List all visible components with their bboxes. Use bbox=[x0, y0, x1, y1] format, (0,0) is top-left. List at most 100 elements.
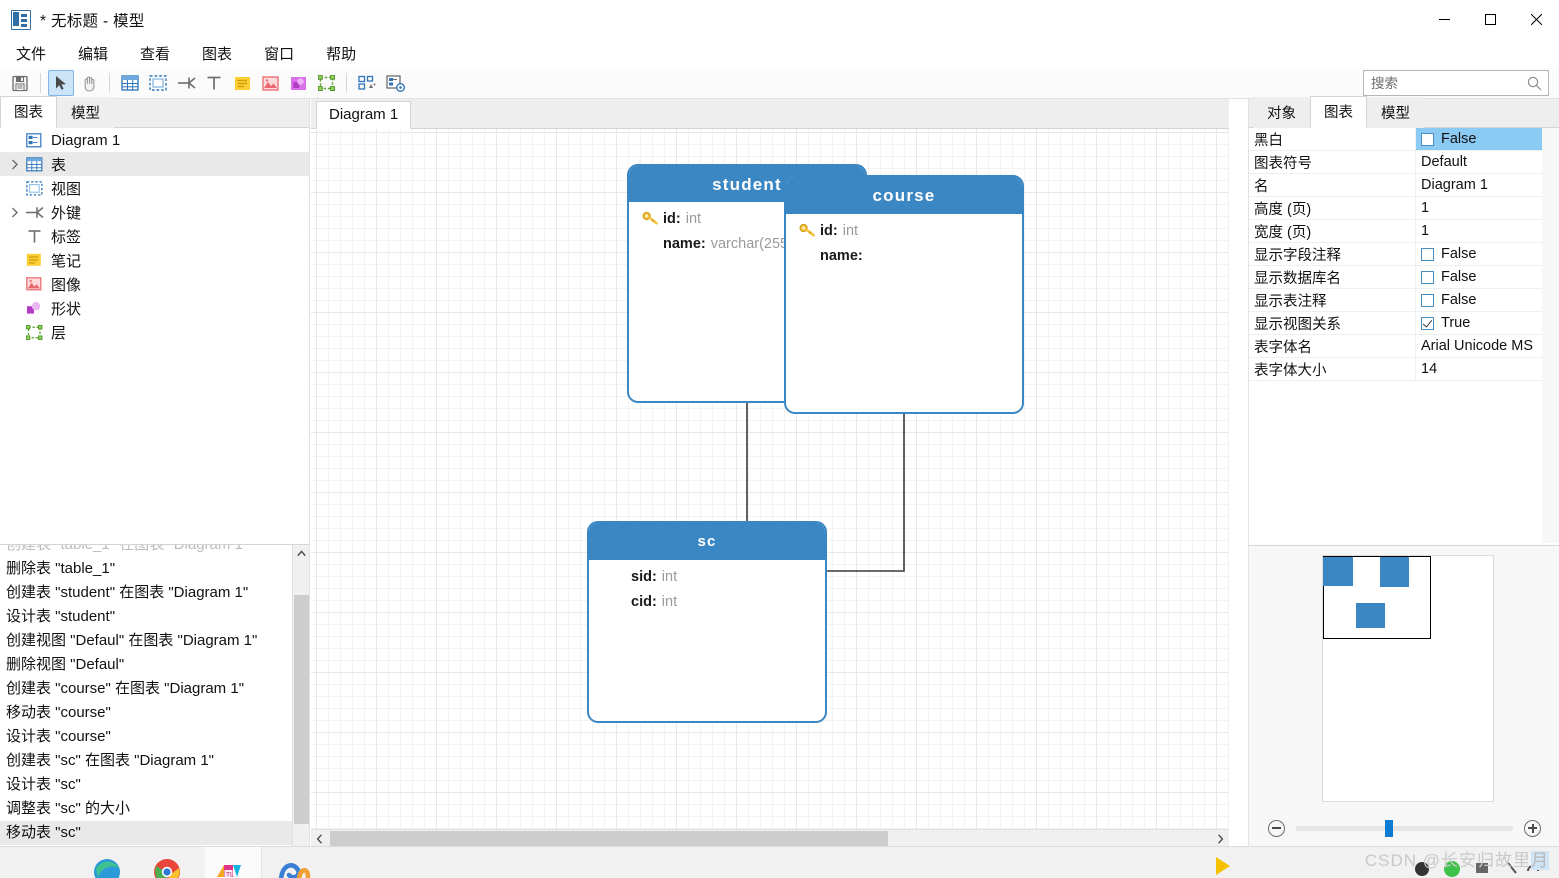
zoom-in-button[interactable] bbox=[1524, 819, 1541, 837]
checkbox-icon[interactable] bbox=[1421, 270, 1434, 284]
auto-layout-button[interactable] bbox=[354, 70, 380, 96]
property-row-blackwhite[interactable]: 黑白 False bbox=[1249, 128, 1559, 151]
list-item[interactable]: 设计表 "student" bbox=[6, 608, 116, 625]
er-table-sc[interactable]: sc sid: int cid: int bbox=[587, 521, 827, 723]
list-item[interactable]: 创建表 "table_1" 在图表 "Diagram 1" bbox=[0, 545, 292, 557]
minimize-button[interactable] bbox=[1421, 0, 1467, 40]
tab-diagram[interactable]: 图表 bbox=[0, 96, 57, 128]
scroll-right-icon[interactable] bbox=[1212, 830, 1229, 847]
chevron-right-icon[interactable] bbox=[6, 155, 24, 173]
taskbar-active-app-cell[interactable] bbox=[205, 847, 262, 878]
checkbox-icon[interactable] bbox=[1421, 293, 1434, 307]
list-item[interactable]: 调整表 "sc" 的大小 bbox=[6, 800, 130, 817]
checkbox-icon[interactable] bbox=[1421, 132, 1434, 146]
history-log-scrollbar[interactable] bbox=[292, 545, 309, 878]
property-row-show-field-comment[interactable]: 显示字段注释 False bbox=[1249, 243, 1559, 266]
property-value[interactable]: False bbox=[1416, 128, 1559, 150]
minimap-viewport[interactable] bbox=[1323, 556, 1431, 639]
scroll-up-icon[interactable] bbox=[293, 545, 310, 562]
save-button[interactable] bbox=[7, 70, 33, 96]
menu-window[interactable]: 窗口 bbox=[264, 46, 295, 63]
scrollbar-thumb[interactable] bbox=[330, 831, 888, 846]
property-row-show-database-name[interactable]: 显示数据库名 False bbox=[1249, 266, 1559, 289]
maximize-button[interactable] bbox=[1467, 0, 1513, 40]
list-item[interactable]: 创建表 "course" 在图表 "Diagram 1" bbox=[6, 680, 245, 697]
menu-edit[interactable]: 编辑 bbox=[78, 46, 109, 63]
list-item[interactable]: 创建视图 "Defaul" 在图表 "Diagram 1" bbox=[6, 632, 258, 649]
property-value[interactable]: False bbox=[1416, 243, 1559, 265]
minimap[interactable] bbox=[1322, 555, 1494, 802]
property-value[interactable]: Default bbox=[1421, 154, 1467, 170]
zoom-slider[interactable] bbox=[1296, 819, 1513, 837]
tab-model[interactable]: 模型 bbox=[57, 97, 114, 128]
list-item[interactable]: 移动表 "sc" bbox=[0, 821, 292, 845]
tab-model[interactable]: 模型 bbox=[1367, 97, 1424, 128]
er-column-row[interactable]: name: bbox=[786, 243, 1022, 268]
list-item[interactable]: 创建表 "student" 在图表 "Diagram 1" bbox=[6, 584, 249, 601]
list-item[interactable]: 设计表 "sc" bbox=[6, 776, 81, 793]
checkbox-icon[interactable] bbox=[1421, 316, 1434, 330]
hand-tool-button[interactable] bbox=[76, 70, 102, 96]
list-item[interactable]: 创建表 "sc" 在图表 "Diagram 1" bbox=[6, 752, 214, 769]
er-column-row[interactable]: cid: int bbox=[631, 593, 678, 610]
property-row-width-pages[interactable]: 宽度 (页) 1 bbox=[1249, 220, 1559, 243]
list-item[interactable]: 移动表 "course" bbox=[6, 704, 111, 721]
er-column-row[interactable]: name: varchar(255) bbox=[629, 231, 865, 256]
er-table-course[interactable]: course id: bbox=[784, 175, 1024, 414]
property-value[interactable]: False bbox=[1416, 266, 1559, 288]
property-row-show-view-relation[interactable]: 显示视图关系 True bbox=[1249, 312, 1559, 335]
new-table-button[interactable] bbox=[117, 70, 143, 96]
taskbar-navicat-icon[interactable] bbox=[277, 855, 311, 878]
menu-diagram[interactable]: 图表 bbox=[202, 46, 233, 63]
diagram-canvas[interactable]: student id: bbox=[311, 129, 1229, 829]
taskbar-office-icon[interactable]: TL bbox=[215, 855, 249, 878]
property-value[interactable]: Diagram 1 bbox=[1421, 177, 1488, 193]
search-input[interactable] bbox=[1369, 72, 1527, 94]
property-row-name[interactable]: 名 Diagram 1 bbox=[1249, 174, 1559, 197]
scroll-left-icon[interactable] bbox=[311, 830, 328, 847]
scrollbar-thumb[interactable] bbox=[294, 595, 309, 824]
list-item[interactable]: 删除表 "table_1" bbox=[6, 560, 116, 577]
zoom-out-button[interactable] bbox=[1268, 819, 1285, 837]
property-row-table-font-name[interactable]: 表字体名 Arial Unicode MS bbox=[1249, 335, 1559, 358]
taskbar-play-icon[interactable] bbox=[1212, 855, 1246, 878]
er-column-row[interactable]: id: int bbox=[786, 218, 1022, 243]
tab-diagram[interactable]: 图表 bbox=[1310, 96, 1367, 128]
taskbar-chrome-icon[interactable] bbox=[152, 855, 186, 878]
er-column-row[interactable]: id: int bbox=[629, 206, 865, 231]
er-column-row[interactable]: sid: int bbox=[631, 568, 678, 585]
list-item[interactable]: 设计表 "course" bbox=[6, 728, 111, 745]
new-image-button[interactable] bbox=[257, 70, 283, 96]
tree-item-views[interactable]: 视图 bbox=[0, 176, 309, 200]
property-value[interactable]: True bbox=[1416, 312, 1559, 334]
taskbar-edge-icon[interactable] bbox=[92, 855, 126, 878]
new-note-button[interactable] bbox=[229, 70, 255, 96]
menu-view[interactable]: 查看 bbox=[140, 46, 171, 63]
tab-object[interactable]: 对象 bbox=[1253, 97, 1310, 128]
tree-item-diagram-1[interactable]: Diagram 1 bbox=[0, 128, 309, 152]
properties-scrollbar[interactable] bbox=[1542, 128, 1559, 543]
menu-help[interactable]: 帮助 bbox=[326, 46, 357, 63]
property-value[interactable]: False bbox=[1416, 289, 1559, 311]
new-foreign-key-button[interactable] bbox=[173, 70, 199, 96]
tree-item-layers[interactable]: 层 bbox=[0, 320, 309, 344]
new-shape-button[interactable] bbox=[285, 70, 311, 96]
tree-item-images[interactable]: 图像 bbox=[0, 272, 309, 296]
chevron-right-icon[interactable] bbox=[6, 203, 24, 221]
tree-item-notes[interactable]: 笔记 bbox=[0, 248, 309, 272]
model-settings-button[interactable] bbox=[382, 70, 408, 96]
close-button[interactable] bbox=[1513, 0, 1559, 40]
menu-file[interactable]: 文件 bbox=[16, 46, 47, 63]
tree-item-labels[interactable]: 标签 bbox=[0, 224, 309, 248]
new-label-button[interactable] bbox=[201, 70, 227, 96]
pointer-tool-button[interactable] bbox=[48, 70, 74, 96]
new-view-button[interactable] bbox=[145, 70, 171, 96]
zoom-slider-thumb[interactable] bbox=[1384, 819, 1393, 837]
property-row-table-font-size[interactable]: 表字体大小 14 bbox=[1249, 358, 1559, 381]
tab-diagram-1[interactable]: Diagram 1 bbox=[316, 101, 412, 129]
property-row-height-pages[interactable]: 高度 (页) 1 bbox=[1249, 197, 1559, 220]
property-value[interactable]: 14 bbox=[1421, 361, 1438, 377]
search-box[interactable] bbox=[1363, 70, 1549, 96]
property-value[interactable]: 1 bbox=[1421, 200, 1430, 216]
list-item[interactable]: 删除视图 "Defaul" bbox=[6, 656, 125, 673]
